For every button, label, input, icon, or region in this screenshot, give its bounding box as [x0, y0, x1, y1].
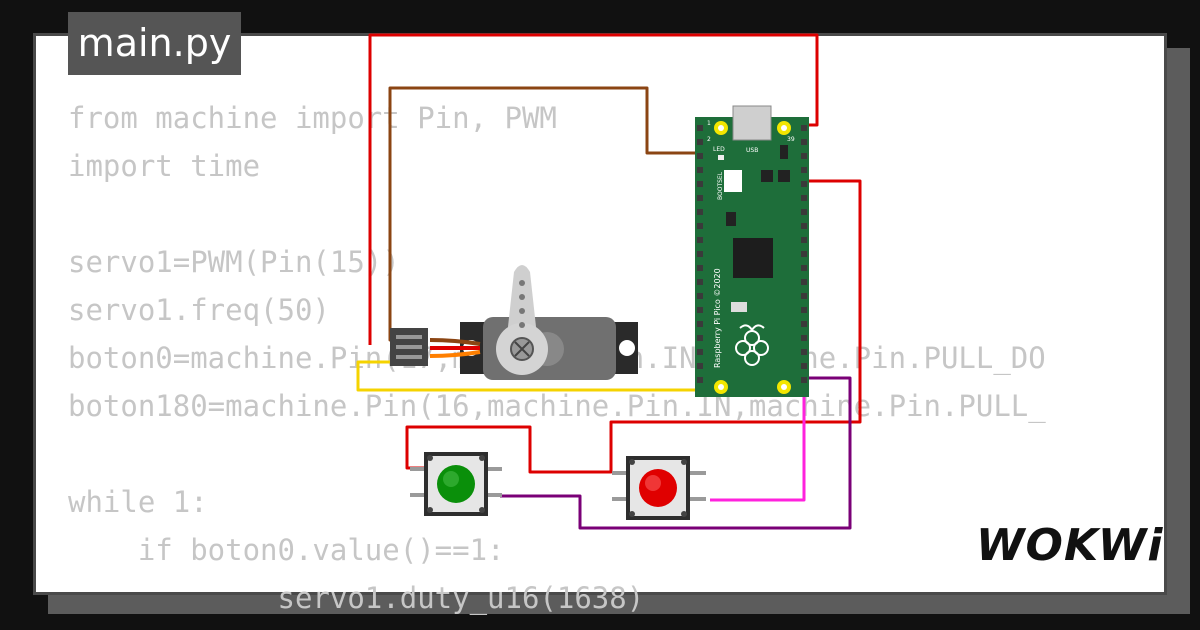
file-tab-main-py[interactable]: main.py: [68, 12, 241, 75]
code-line: if boton0.value()==1:: [68, 533, 505, 567]
code-line: servo1=PWM(Pin(15)): [68, 245, 400, 279]
pushbutton-red[interactable]: [612, 456, 706, 520]
code-line: boton180=machine.Pin(16,machine.Pin.IN,m…: [68, 389, 1046, 423]
code-line: from machine import Pin, PWM: [68, 101, 557, 135]
code-line: servo1.duty_u16(1638): [68, 581, 645, 615]
code-line: servo1.freq(50): [68, 293, 330, 327]
wire-purple: [500, 376, 852, 530]
raspberry-logo-icon: [735, 324, 769, 366]
code-line: import time: [68, 149, 261, 183]
wire-pink: [710, 388, 806, 502]
pin2-label: 2: [707, 136, 711, 143]
wokwi-logo: WOKWi: [976, 520, 1164, 571]
wire-power-servo: [368, 33, 819, 345]
servo-motor[interactable]: [390, 265, 638, 380]
bootsel-label: BOOTSEL: [717, 171, 724, 200]
project-card: from machine import Pin, PWM import time…: [33, 33, 1167, 615]
usb-label: USB: [746, 147, 758, 154]
pin1-label: 1: [707, 120, 711, 127]
pin39-label: 39: [787, 136, 795, 143]
pi-pico-board[interactable]: Raspberry Pi Pico ©2020 USB LED BOOTSEL …: [695, 105, 809, 397]
wire-red-board: [405, 179, 862, 474]
led-label: LED: [713, 146, 725, 153]
pico-label: Raspberry Pi Pico ©2020: [713, 268, 722, 368]
wire-brown-signal: [388, 86, 712, 342]
usb-port: [732, 105, 772, 141]
pushbutton-green[interactable]: [410, 452, 502, 516]
code-preview: from machine import Pin, PWM import time…: [68, 94, 1134, 615]
rp2040-chip: [733, 238, 773, 278]
code-line: while 1:: [68, 485, 208, 519]
wire-yellow: [356, 360, 712, 392]
